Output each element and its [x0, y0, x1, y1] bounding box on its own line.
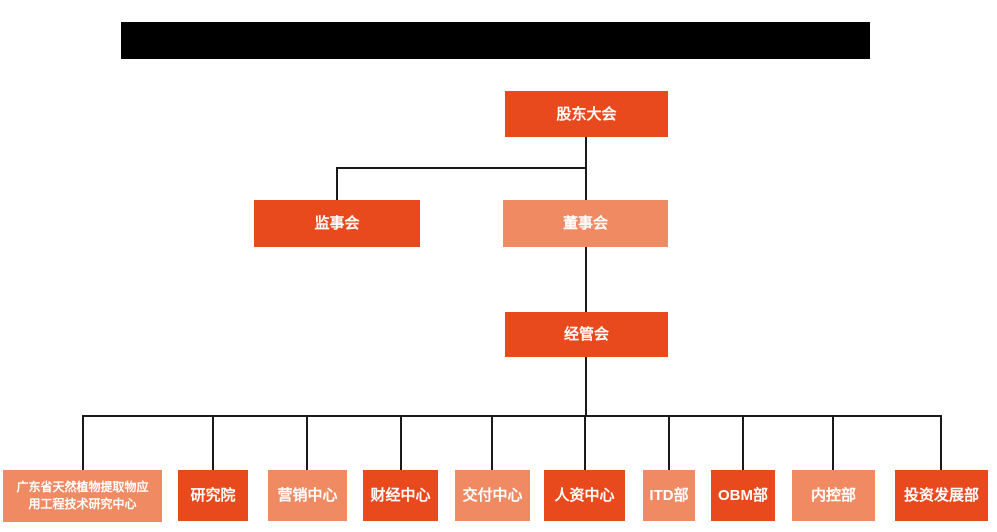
connector-drop-hr-center — [584, 415, 586, 470]
node-supervisory-board: 监事会 — [254, 200, 420, 247]
connector-drop-investment-dev — [940, 415, 942, 470]
connector-board-to-management — [585, 247, 587, 312]
connector-shareholders-down — [585, 137, 587, 168]
node-research-institute: 研究院 — [178, 470, 248, 521]
node-management-committee: 经管会 — [505, 312, 668, 357]
connector-board-drop — [585, 167, 587, 200]
node-label: 监事会 — [314, 215, 360, 232]
node-label: 营销中心 — [277, 487, 338, 504]
node-marketing-center: 营销中心 — [268, 470, 347, 521]
node-investment-development-dept: 投资发展部 — [895, 470, 988, 521]
node-label: 董事会 — [562, 215, 608, 232]
connector-drop-research-center — [82, 415, 84, 470]
node-obm-department: OBM部 — [711, 470, 775, 521]
connector-drop-delivery-center — [491, 415, 493, 470]
connector-drop-obm-department — [742, 415, 744, 470]
node-label: OBM部 — [718, 487, 768, 504]
node-label: 投资发展部 — [903, 487, 979, 504]
node-hr-center: 人资中心 — [544, 470, 625, 521]
node-label: 经管会 — [563, 326, 609, 343]
node-label: 广东省天然植物提取物应用工程技术研究中心 — [16, 480, 149, 511]
connector-supervisory-drop — [336, 167, 338, 200]
node-label: 研究院 — [190, 487, 236, 504]
node-research-center: 广东省天然植物提取物应用工程技术研究中心 — [3, 470, 162, 522]
connector-drop-itd-department — [668, 415, 670, 470]
node-label: 财经中心 — [370, 487, 431, 504]
connector-management-down — [585, 357, 587, 417]
connector-drop-research-institute — [212, 415, 214, 470]
connector-drop-marketing-center — [306, 415, 308, 470]
node-label: 内控部 — [810, 487, 856, 504]
node-finance-center: 财经中心 — [363, 470, 438, 521]
connector-departments-horizontal — [82, 415, 942, 417]
connector-branch-horizontal — [336, 167, 587, 169]
node-board-of-directors: 董事会 — [503, 200, 668, 247]
redacted-title-bar — [121, 22, 870, 59]
node-label: ITD部 — [649, 487, 689, 504]
node-label: 股东大会 — [556, 105, 617, 123]
connector-drop-internal-control — [832, 415, 834, 470]
node-delivery-center: 交付中心 — [455, 470, 530, 521]
node-internal-control-dept: 内控部 — [792, 470, 875, 521]
node-shareholders-meeting: 股东大会 — [505, 91, 668, 137]
node-label: 交付中心 — [462, 487, 523, 504]
connector-drop-finance-center — [400, 415, 402, 470]
node-label: 人资中心 — [554, 487, 615, 504]
node-itd-department: ITD部 — [643, 470, 695, 521]
